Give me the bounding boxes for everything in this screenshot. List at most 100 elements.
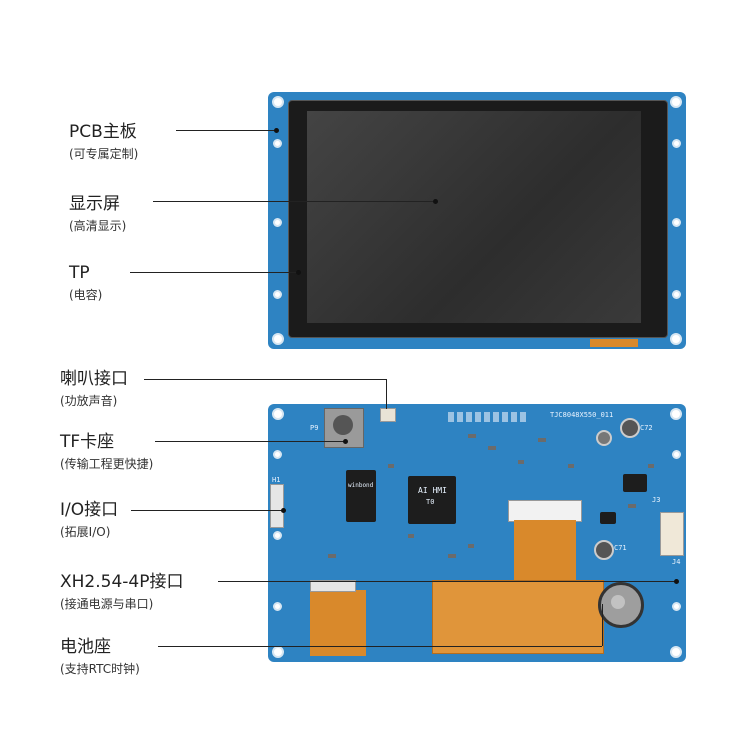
flex-cable (310, 590, 366, 656)
chip-brand: AI HMI (418, 486, 447, 495)
mount-hole (272, 96, 284, 108)
smd-part (388, 464, 394, 468)
model-silk: TJC8048X550_011 (550, 411, 614, 419)
fpc-cable (514, 520, 576, 580)
label-title: TF卡座 (60, 432, 115, 452)
label-title: 电池座 (60, 637, 111, 657)
mount-hole (672, 290, 681, 299)
smd-part (538, 438, 546, 442)
chip-sub: T0 (426, 498, 435, 506)
battery-holder (598, 582, 644, 628)
label-title: PCB主板 (69, 122, 137, 142)
ic-chip (600, 512, 616, 524)
mount-hole (272, 646, 284, 658)
ic-chip (623, 474, 647, 492)
display-screen (307, 111, 641, 323)
label-title: TP (69, 263, 90, 283)
smd-part (468, 544, 474, 548)
leader-dot (343, 439, 348, 444)
h1-silk: H1 (272, 476, 281, 484)
leader-dot (296, 270, 301, 275)
label-sub: (传输工程更快捷) (60, 457, 154, 471)
mount-hole (670, 333, 682, 345)
label-display: 显示屏 (高清显示) (69, 194, 126, 234)
leader-dot (281, 508, 286, 513)
label-sub: (拓展I/O) (60, 525, 111, 539)
label-io: I/O接口 (拓展I/O) (60, 500, 118, 540)
front-board (268, 92, 686, 349)
leader-dot (433, 199, 438, 204)
mount-hole (672, 218, 681, 227)
smd-part (518, 460, 524, 464)
mount-hole (670, 408, 682, 420)
leader-line (176, 130, 276, 131)
mount-hole (272, 333, 284, 345)
label-tf: TF卡座 (传输工程更快捷) (60, 432, 153, 472)
label-xh: XH2.54-4P接口 (接通电源与串口) (60, 572, 183, 612)
smd-part (648, 464, 654, 468)
label-sub: (高清显示) (69, 219, 127, 233)
label-battery: 电池座 (支持RTC时钟) (60, 637, 140, 677)
label-sub: (可专属定制) (69, 147, 139, 161)
header-strip (448, 412, 528, 422)
io-connector (270, 484, 284, 528)
j3-silk: J3 (652, 496, 661, 504)
leader-dot (274, 128, 279, 133)
j4-silk: J4 (672, 558, 681, 566)
leader-line (153, 201, 435, 202)
c71-silk: C71 (614, 544, 627, 552)
label-pcb: PCB主板 (可专属定制) (69, 122, 138, 162)
mount-hole (272, 408, 284, 420)
smd-part (448, 554, 456, 558)
leader-rise (602, 604, 603, 646)
label-sub: (电容) (69, 288, 103, 302)
label-tp: TP (电容) (69, 263, 102, 303)
capacitor (594, 540, 614, 560)
capacitor (620, 418, 640, 438)
mount-hole (273, 218, 282, 227)
smd-part (628, 504, 636, 508)
leader-line (158, 646, 602, 647)
leader-line (218, 581, 676, 582)
mount-hole (672, 139, 681, 148)
xh-connector (660, 512, 684, 556)
leader-line (130, 272, 298, 273)
smd-part (468, 434, 476, 438)
flex-connector (310, 580, 356, 592)
label-sub: (接通电源与串口) (60, 597, 154, 611)
leader-line (131, 510, 283, 511)
label-title: XH2.54-4P接口 (60, 572, 184, 592)
smd-part (328, 554, 336, 558)
label-title: 显示屏 (69, 194, 120, 214)
smd-part (488, 446, 496, 450)
label-sub: (支持RTC时钟) (60, 662, 140, 676)
c72-silk: C72 (640, 424, 653, 432)
mount-hole (273, 602, 282, 611)
label-sub: (功放声音) (60, 394, 118, 408)
mount-hole (672, 450, 681, 459)
capacitor (596, 430, 612, 446)
tf-silk: P9 (310, 424, 319, 432)
fpc-panel (432, 580, 604, 654)
speaker-connector (380, 408, 396, 422)
smd-part (568, 464, 574, 468)
flash-brand: winbond (348, 482, 374, 489)
leader-line (144, 379, 386, 380)
leader-line (155, 441, 345, 442)
label-speaker: 喇叭接口 (功放声音) (60, 369, 128, 409)
mount-hole (273, 139, 282, 148)
flash-chip: winbond (346, 470, 376, 522)
mount-hole (273, 450, 282, 459)
mcu-chip: AI HMI T0 (408, 476, 456, 524)
leader-dot (674, 579, 679, 584)
mount-hole (273, 290, 282, 299)
mount-hole (273, 531, 282, 540)
back-board: TJC8048X550_011 P9 AI HMI T0 winbond C72… (268, 404, 686, 662)
mount-hole (670, 646, 682, 658)
leader-drop (386, 379, 387, 409)
mount-hole (672, 602, 681, 611)
touch-panel (288, 100, 668, 338)
fpc-tab (590, 339, 638, 347)
mount-hole (670, 96, 682, 108)
fpc-connector (508, 500, 582, 522)
